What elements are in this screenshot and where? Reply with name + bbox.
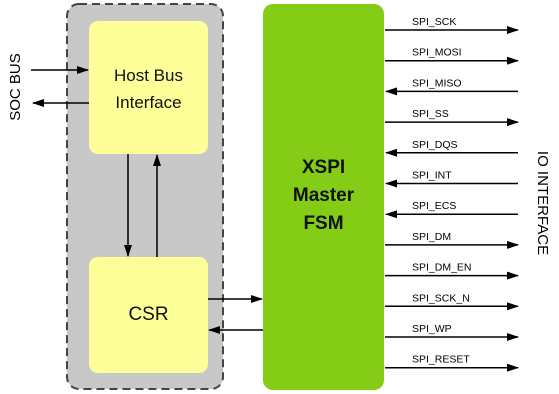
signal-label-spi-sck: SPI_SCK — [412, 16, 456, 28]
host-bus-interface-line1: Host Bus — [114, 66, 183, 85]
signal-spi-sck-n: SPI_SCK_N — [385, 292, 519, 311]
signal-spi-int: SPI_INT — [385, 170, 518, 188]
fsm-line3: FSM — [303, 213, 343, 234]
signal-label-spi-miso: SPI_MISO — [412, 77, 462, 89]
signal-label-spi-mosi: SPI_MOSI — [412, 47, 462, 59]
signal-label-spi-ss: SPI_SS — [412, 108, 449, 120]
signal-spi-sck: SPI_SCK — [385, 16, 519, 34]
csr-block: CSR — [89, 257, 208, 373]
signal-label-spi-dqs: SPI_DQS — [412, 139, 458, 151]
soc-bus-label: SOC BUS — [7, 53, 24, 121]
io-signals: SPI_SCK SPI_MOSI SPI_MISO SPI_SS SPI_DQS SPI_… — [385, 16, 519, 372]
csr-label: CSR — [128, 304, 168, 325]
signal-label-spi-int: SPI_INT — [412, 170, 452, 182]
signal-spi-dqs: SPI_DQS — [385, 139, 518, 157]
signal-spi-ecs: SPI_ECS — [385, 200, 518, 219]
signal-spi-reset: SPI_RESET — [385, 354, 519, 372]
signal-spi-dm: SPI_DM — [385, 231, 519, 249]
signal-label-spi-wp: SPI_WP — [412, 323, 452, 335]
fsm-line2: Master — [293, 185, 355, 206]
signal-spi-miso: SPI_MISO — [385, 77, 518, 96]
host-bus-interface-block: Host Bus Interface — [89, 21, 208, 154]
host-bus-interface-line2: Interface — [115, 93, 181, 112]
fsm-line1: XSPI — [302, 157, 345, 178]
signal-label-spi-dm-en: SPI_DM_EN — [412, 262, 472, 274]
signal-spi-mosi: SPI_MOSI — [385, 47, 519, 65]
signal-label-spi-ecs: SPI_ECS — [412, 200, 456, 212]
io-interface-label: IO INTERFACE — [534, 151, 551, 255]
signal-label-spi-dm: SPI_DM — [412, 231, 451, 243]
signal-label-spi-sck-n: SPI_SCK_N — [412, 292, 470, 304]
signal-spi-ss: SPI_SS — [385, 108, 519, 127]
xspi-master-fsm-block: XSPI Master FSM — [263, 4, 384, 390]
signal-spi-dm-en: SPI_DM_EN — [385, 262, 519, 280]
signal-spi-wp: SPI_WP — [385, 323, 519, 341]
signal-label-spi-reset: SPI_RESET — [412, 354, 470, 366]
